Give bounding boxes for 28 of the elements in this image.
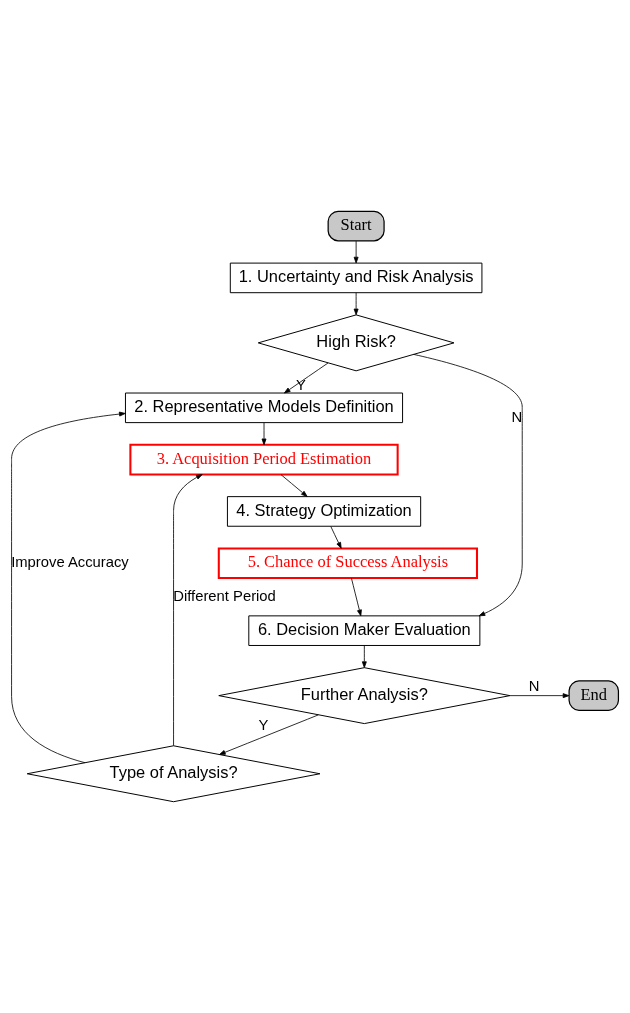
node-box: 6. Decision Maker Evaluation xyxy=(248,615,481,646)
arrow xyxy=(261,422,267,446)
arrow xyxy=(173,474,203,747)
edge-label: Y xyxy=(296,376,306,393)
edge-label: Improve Accuracy xyxy=(11,553,129,570)
arrow xyxy=(330,526,342,549)
arrow xyxy=(280,474,308,497)
node-box: 5. Chance of Success Analysis xyxy=(217,547,479,580)
edge-label: Different Period xyxy=(173,587,276,604)
edge-label: N xyxy=(511,409,523,426)
node-box: Start xyxy=(327,210,385,242)
arrow xyxy=(351,577,362,617)
arrow xyxy=(11,411,126,764)
arrow xyxy=(413,354,523,617)
node-box: 2. Representative Models Definition xyxy=(124,392,404,424)
arrow xyxy=(509,693,570,699)
arrow xyxy=(219,714,319,755)
node-diamond: Type of Analysis? xyxy=(26,745,321,803)
arrow xyxy=(361,645,367,668)
node-box: End xyxy=(568,680,620,712)
node-box: 3. Acquisition Period Estimation xyxy=(129,443,399,476)
arrow xyxy=(353,240,359,264)
node-diamond: High Risk? xyxy=(257,314,455,372)
arrow xyxy=(283,362,329,394)
edge-label: N xyxy=(528,678,540,695)
node-box: 4. Strategy Optimization xyxy=(226,496,422,527)
arrow xyxy=(353,292,359,316)
node-box: 1. Uncertainty and Risk Analysis xyxy=(229,262,483,294)
